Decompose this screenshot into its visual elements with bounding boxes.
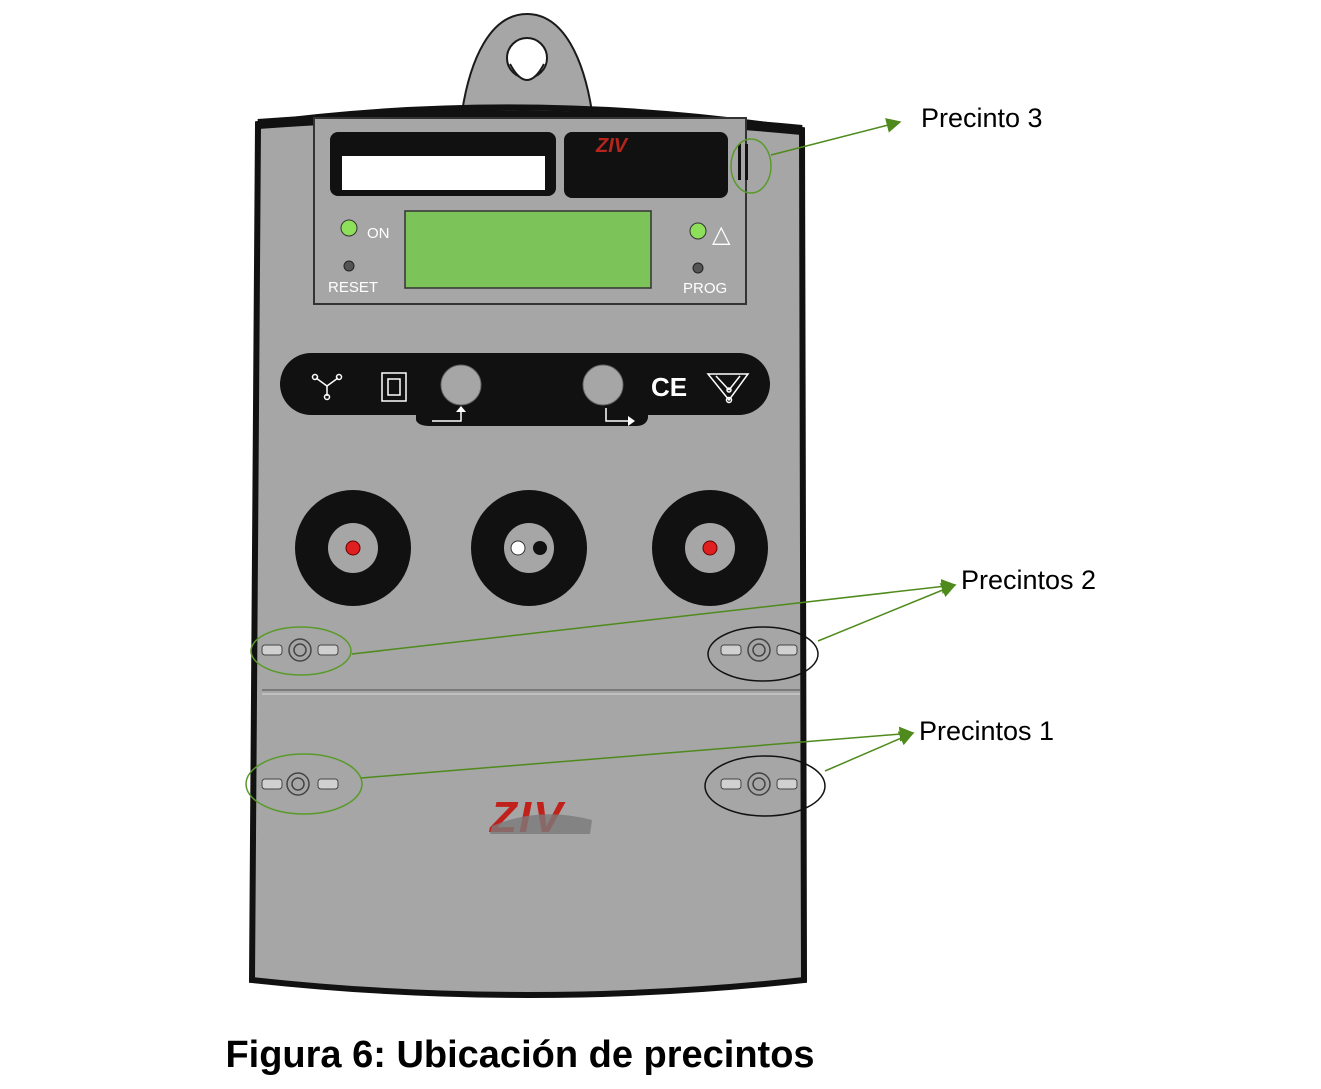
seal-2-right: [707, 626, 819, 682]
seal-1-left: [245, 753, 363, 815]
delta-connection-icon: [706, 373, 750, 404]
alarm-led: [689, 222, 707, 240]
arrow-seals-2-left: [351, 579, 957, 655]
terminal-center: [471, 490, 587, 606]
reset-button: [343, 260, 355, 272]
terminal-right: [652, 490, 768, 606]
button-strip: CE: [280, 353, 770, 426]
right-push-button: [582, 364, 624, 406]
on-led: [340, 219, 358, 237]
wye-connection-icon: [311, 373, 343, 401]
label-seals-2: Precintos 2: [961, 565, 1097, 595]
arrow-seals-1-right: [824, 731, 915, 772]
terminal-left: [295, 490, 411, 606]
lcd-display: [404, 210, 652, 289]
up-arrow-icon: [432, 409, 462, 422]
arrow-seal-3: [770, 118, 902, 156]
hanging-hook: [460, 12, 594, 113]
seal-screws: [245, 138, 826, 817]
seal-2-left: [250, 626, 352, 676]
reset-label: RESET: [328, 279, 378, 296]
prog-button: [692, 262, 704, 274]
display-panel: ZIV ON RESET △ PROG: [313, 117, 748, 305]
callout-arrows: [351, 118, 957, 779]
arrow-seals-2-right: [817, 583, 957, 642]
alarm-icon: △: [712, 220, 731, 248]
ce-mark: CE: [651, 372, 687, 402]
ziv-logo-small: ZIV: [595, 135, 629, 157]
prog-label: PROG: [683, 280, 727, 297]
seal-3-ring: [730, 138, 772, 194]
on-label: ON: [367, 225, 390, 242]
seal-1-right: [704, 755, 826, 817]
seal-3-screw: [738, 144, 741, 180]
double-insulation-icon: [381, 372, 407, 402]
left-push-button: [440, 364, 482, 406]
figure-caption: Figura 6: Ubicación de precintos: [225, 1034, 815, 1076]
arrow-seals-1-left: [360, 726, 915, 779]
right-arrow-icon: [605, 408, 632, 422]
terminals: [295, 490, 768, 606]
nameplate-window: [342, 156, 545, 190]
label-seal-3: Precinto 3: [921, 103, 1043, 133]
ziv-logo: ZIV: [488, 793, 592, 842]
label-seals-1: Precintos 1: [919, 716, 1055, 746]
